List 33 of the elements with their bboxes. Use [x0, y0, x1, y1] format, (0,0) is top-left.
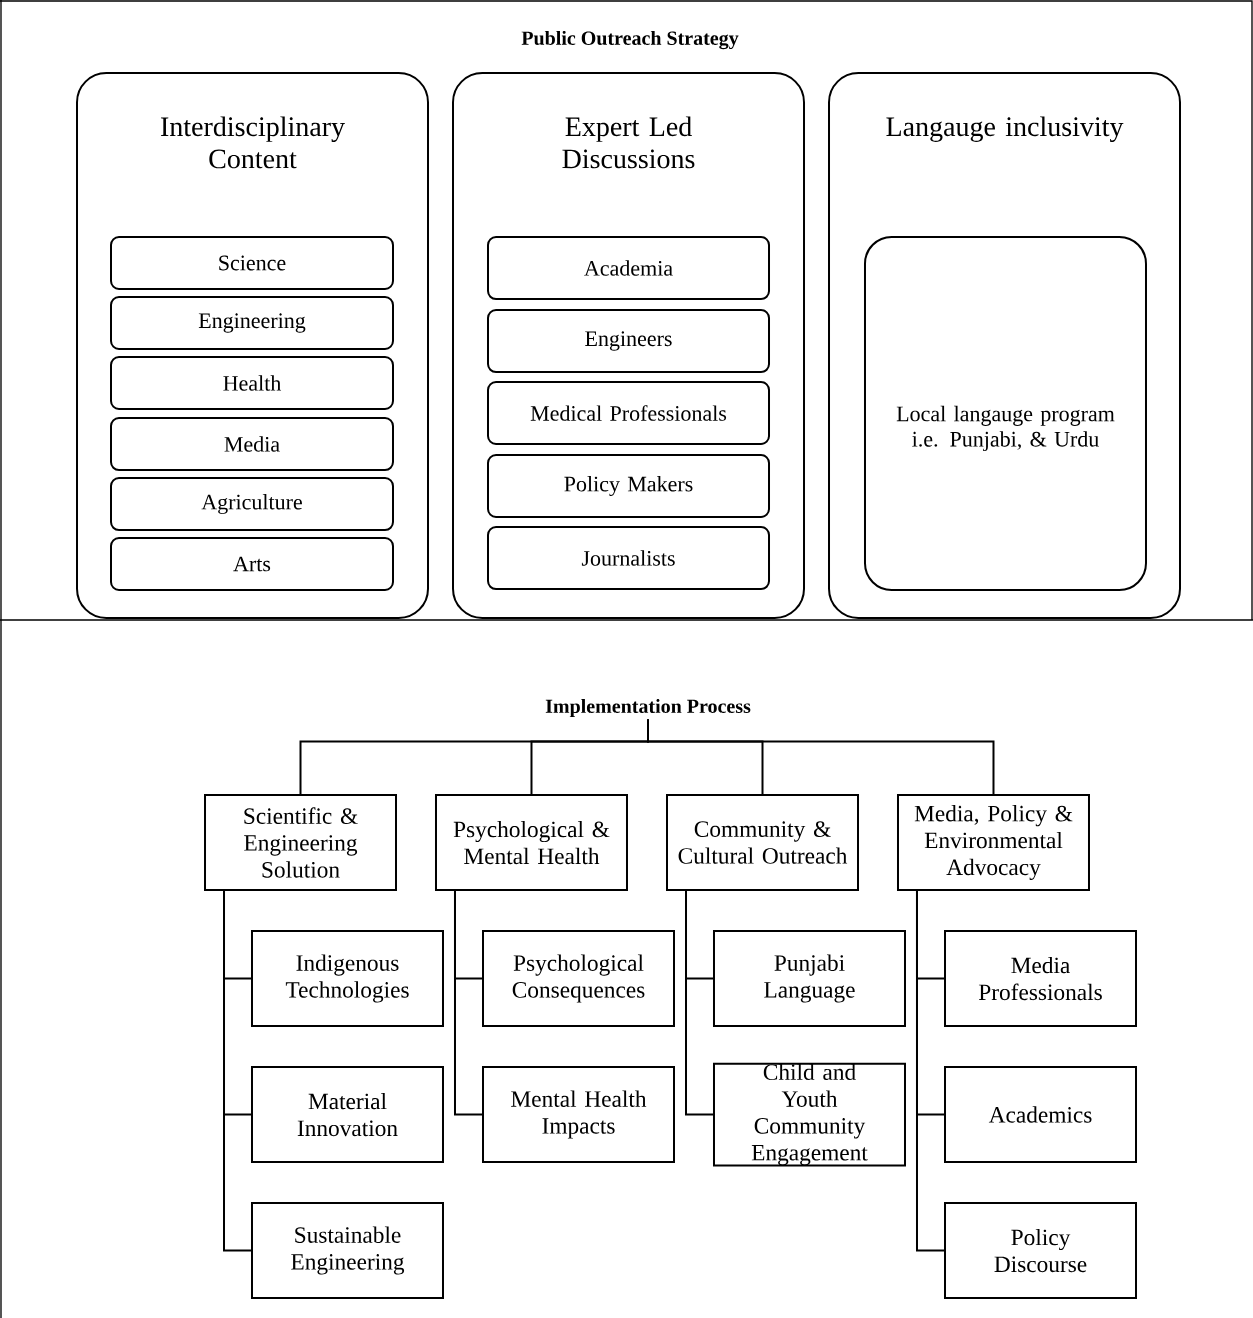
- item-box: Science: [110, 236, 394, 290]
- leaf-box: Policy Discourse: [944, 1202, 1137, 1299]
- connector: [685, 890, 714, 1116]
- category-box: Scientific & Engineering Solution: [204, 794, 397, 891]
- item-box: Local langauge program i.e. Punjabi, & Urdu: [864, 236, 1147, 591]
- leaf-box: Sustainable Engineering: [251, 1202, 444, 1299]
- leaf-box: Child and Youth Community Engagement: [713, 1062, 906, 1167]
- leaf-box: Academics: [944, 1066, 1137, 1163]
- category-box: Media, Policy & Environmental Advocacy: [897, 794, 1090, 891]
- connector: [454, 890, 483, 1116]
- section-heading: Implementation Process: [545, 698, 751, 718]
- category-box: Psychological & Mental Health: [435, 794, 628, 891]
- item-box: Media: [110, 417, 394, 471]
- item-box: Arts: [110, 537, 394, 591]
- item-box: Journalists: [487, 526, 770, 590]
- title: Public Outreach Strategy: [521, 30, 739, 50]
- leaf-box: Material Innovation: [251, 1066, 444, 1163]
- leaf-box: Media Professionals: [944, 930, 1137, 1027]
- item-box: Policy Makers: [487, 454, 770, 518]
- leaf-box: Punjabi Language: [713, 930, 906, 1027]
- leaf-box: Mental Health Impacts: [482, 1066, 675, 1163]
- connector: [223, 890, 252, 1252]
- item-box: Engineering: [110, 296, 394, 350]
- connector: [916, 890, 945, 1252]
- leaf-box: Indigenous Technologies: [251, 930, 444, 1027]
- item-box: Engineers: [487, 309, 770, 373]
- leaf-box: Psychological Consequences: [482, 930, 675, 1027]
- item-box: Agriculture: [110, 477, 394, 531]
- item-box: Medical Professionals: [487, 381, 770, 445]
- connector: [647, 718, 995, 795]
- item-box: Health: [110, 356, 394, 410]
- category-box: Community & Cultural Outreach: [666, 794, 859, 891]
- item-box: Academia: [487, 236, 770, 300]
